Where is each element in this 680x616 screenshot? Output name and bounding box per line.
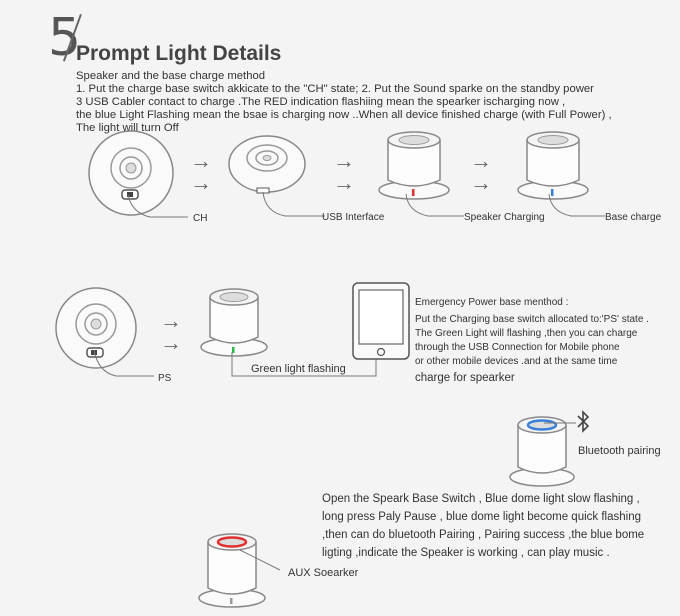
speaker-aux-illustration: [198, 533, 266, 608]
charge-base-angled-view: [228, 135, 306, 194]
emergency-line: through the USB Connection for Mobile ph…: [415, 342, 620, 353]
speaker-green-light-illustration: [200, 288, 268, 357]
emergency-line: Put the Charging base switch allocated t…: [415, 314, 649, 325]
aux-speaker-label: AUX Soearker: [288, 567, 359, 579]
bluetooth-line: long press Paly Pause , blue dome light …: [322, 511, 641, 523]
tablet-icon: [352, 282, 410, 360]
aux-pointer-line: [239, 549, 281, 571]
bluetooth-description: Open the Speark Base Switch , Blue dome …: [322, 490, 644, 562]
arrow-icon: →→: [470, 148, 492, 195]
emergency-line: The Green Light will flashing ,then you …: [415, 328, 638, 339]
emergency-line: charge for spearker: [415, 372, 515, 384]
intro-line: Speaker and the base charge method: [76, 70, 266, 82]
emergency-line: Emergency Power base menthod :: [415, 297, 569, 308]
bluetooth-pointer-line: [544, 422, 576, 424]
bluetooth-line: Open the Speark Base Switch , Blue dome …: [322, 493, 640, 505]
green-light-label: Green light flashing: [249, 363, 348, 375]
emergency-power-description: Emergency Power base menthod : Put the C…: [415, 296, 649, 385]
base-charge-pointer-line: [548, 193, 605, 217]
intro-line: The light will turn Off: [76, 122, 179, 134]
speaker-bluetooth-illustration: [509, 416, 575, 487]
usb-cable-line: [231, 352, 377, 377]
usb-pointer-line: [262, 191, 325, 217]
intro-line: 1. Put the charge base switch akkicate t…: [76, 83, 594, 95]
base-charge-label: Base charge: [605, 212, 662, 223]
ch-pointer-line: [127, 194, 188, 218]
intro-text: Speaker and the base charge method 1. Pu…: [76, 70, 676, 135]
ps-pointer-line: [93, 349, 154, 377]
speaker-charging-illustration: [378, 131, 450, 200]
page-title: Prompt Light Details: [76, 42, 282, 65]
ch-label: CH: [193, 213, 208, 224]
usb-interface-label: USB Interface: [322, 212, 385, 223]
base-charge-illustration: [517, 131, 589, 200]
arrow-icon: →→: [160, 308, 182, 355]
bluetooth-line: ,then can do bluetooth Pairing , Pairing…: [322, 529, 645, 541]
bluetooth-pairing-label: Bluetooth pairing: [578, 445, 661, 457]
charge-base-top-view-ch: [88, 130, 174, 216]
ps-label: PS: [158, 373, 172, 384]
intro-line: 3 USB Cabler contact to charge .The RED …: [76, 96, 566, 108]
emergency-line: or other mobile devices .and at the same…: [415, 356, 618, 367]
speaker-charging-label: Speaker Charging: [464, 212, 545, 223]
bluetooth-line: ligting ,indicate the Speaker is working…: [322, 547, 610, 559]
speaker-charging-pointer-line: [405, 193, 464, 217]
intro-line: the blue Light Flashing mean the bsae is…: [76, 109, 612, 121]
arrow-icon: →→: [190, 148, 212, 195]
bluetooth-icon: [577, 410, 590, 433]
arrow-icon: →→: [333, 148, 355, 195]
